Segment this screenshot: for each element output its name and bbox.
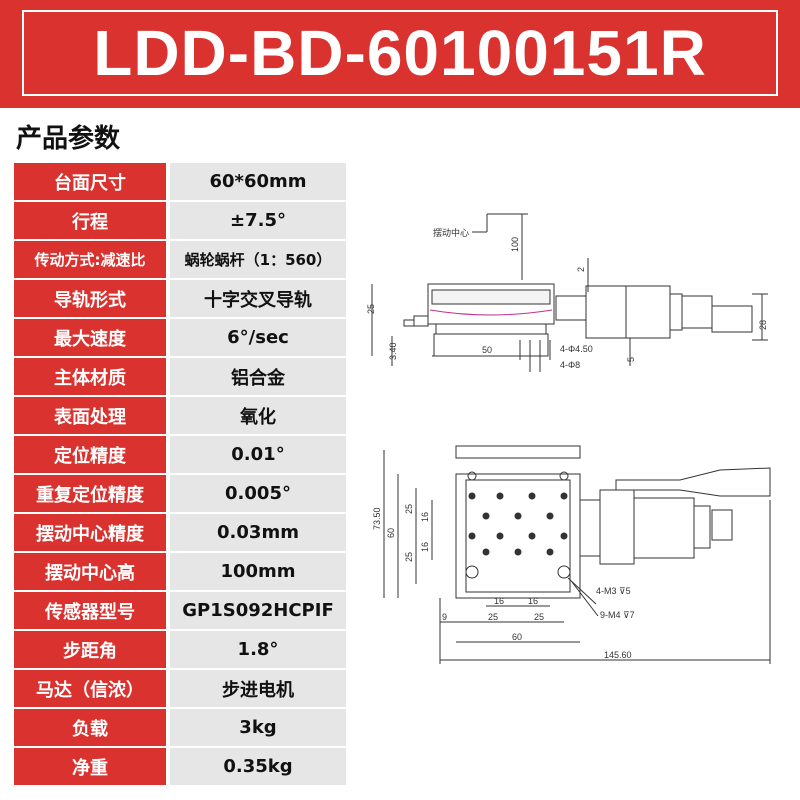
spec-label: 台面尺寸	[13, 162, 167, 201]
title-banner: LDD-BD-60100151R	[0, 0, 800, 108]
spec-label: 导轨形式	[13, 279, 167, 318]
dim-50: 50	[482, 345, 492, 355]
spec-label: 传动方式:减速比	[13, 240, 167, 279]
spec-row: 传动方式:减速比蜗轮蜗杆（1：560）	[13, 240, 347, 279]
dim-60-v: 60	[386, 528, 396, 538]
dim-9: 9	[442, 612, 447, 622]
thread-note-m3: 4-M3 ⊽5	[596, 586, 631, 596]
spec-label: 主体材质	[13, 357, 167, 396]
top-view: 73.50 60 25 25 16 16 16 16 9 25 25 60 14…	[372, 445, 771, 664]
dim-left: 25	[366, 304, 376, 314]
spec-value: 3kg	[169, 708, 347, 747]
dim-25-c: 25	[488, 612, 498, 622]
spec-row: 导轨形式十字交叉导轨	[13, 279, 347, 318]
dim-16-b: 16	[420, 542, 430, 552]
dim-25-a: 25	[404, 504, 414, 514]
spec-row: 行程±7.5°	[13, 201, 347, 240]
section-title: 产品参数	[16, 124, 121, 154]
spec-value: 0.01°	[169, 435, 347, 474]
spec-row: 马达（信浓）步进电机	[13, 669, 347, 708]
spec-label: 最大速度	[13, 318, 167, 357]
spec-value: 1.8°	[169, 630, 347, 669]
spec-value: 0.005°	[169, 474, 347, 513]
spec-value: 蜗轮蜗杆（1：560）	[169, 240, 347, 279]
dim-73-50: 73.50	[372, 507, 382, 530]
spec-label: 净重	[13, 747, 167, 786]
dim-28: 28	[758, 320, 768, 330]
spec-value: 0.03mm	[169, 513, 347, 552]
spec-value: 0.35kg	[169, 747, 347, 786]
spec-label: 摆动中心高	[13, 552, 167, 591]
dim-25-d: 25	[534, 612, 544, 622]
swing-center-label: 摆动中心	[433, 227, 469, 238]
spec-label: 表面处理	[13, 396, 167, 435]
spec-label: 行程	[13, 201, 167, 240]
dim-16-d: 16	[528, 596, 538, 606]
side-view: 摆动中心 100 2 28 25 3.40 50	[366, 213, 768, 372]
spec-value: 步进电机	[169, 669, 347, 708]
product-model-title: LDD-BD-60100151R	[93, 17, 707, 89]
dim-16-c: 16	[494, 596, 504, 606]
title-frame: LDD-BD-60100151R	[22, 10, 778, 96]
spec-value: 铝合金	[169, 357, 347, 396]
dim-16-a: 16	[420, 512, 430, 522]
technical-drawing: 摆动中心 100 2 28 25 3.40 50	[366, 213, 771, 664]
spec-row: 主体材质铝合金	[13, 357, 347, 396]
spec-label: 步距角	[13, 630, 167, 669]
spec-value: 氧化	[169, 396, 347, 435]
dim-25-b: 25	[404, 552, 414, 562]
spec-label: 传感器型号	[13, 591, 167, 630]
dim-145-60: 145.60	[604, 650, 632, 660]
dim-3-40: 3.40	[388, 342, 398, 360]
spec-value: 6°/sec	[169, 318, 347, 357]
spec-label: 负载	[13, 708, 167, 747]
spec-label: 定位精度	[13, 435, 167, 474]
spec-row: 表面处理氧化	[13, 396, 347, 435]
dim-60-h: 60	[512, 632, 522, 642]
thread-note-m4: 9-M4 ⊽7	[600, 610, 635, 620]
hole-note-4-50: 4-Φ4.50	[560, 344, 593, 354]
dim-5: 5	[626, 357, 636, 362]
dim-2: 2	[576, 267, 586, 272]
spec-label: 重复定位精度	[13, 474, 167, 513]
hole-note-8: 4-Φ8	[560, 360, 580, 370]
spec-value: 100mm	[169, 552, 347, 591]
spec-value: 十字交叉导轨	[169, 279, 347, 318]
spec-label: 摆动中心精度	[13, 513, 167, 552]
spec-value: ±7.5°	[169, 201, 347, 240]
dim-100: 100	[510, 237, 520, 252]
spec-value: GP1S092HCPIF	[169, 591, 347, 630]
spec-label: 马达（信浓）	[13, 669, 167, 708]
spec-value: 60*60mm	[169, 162, 347, 201]
